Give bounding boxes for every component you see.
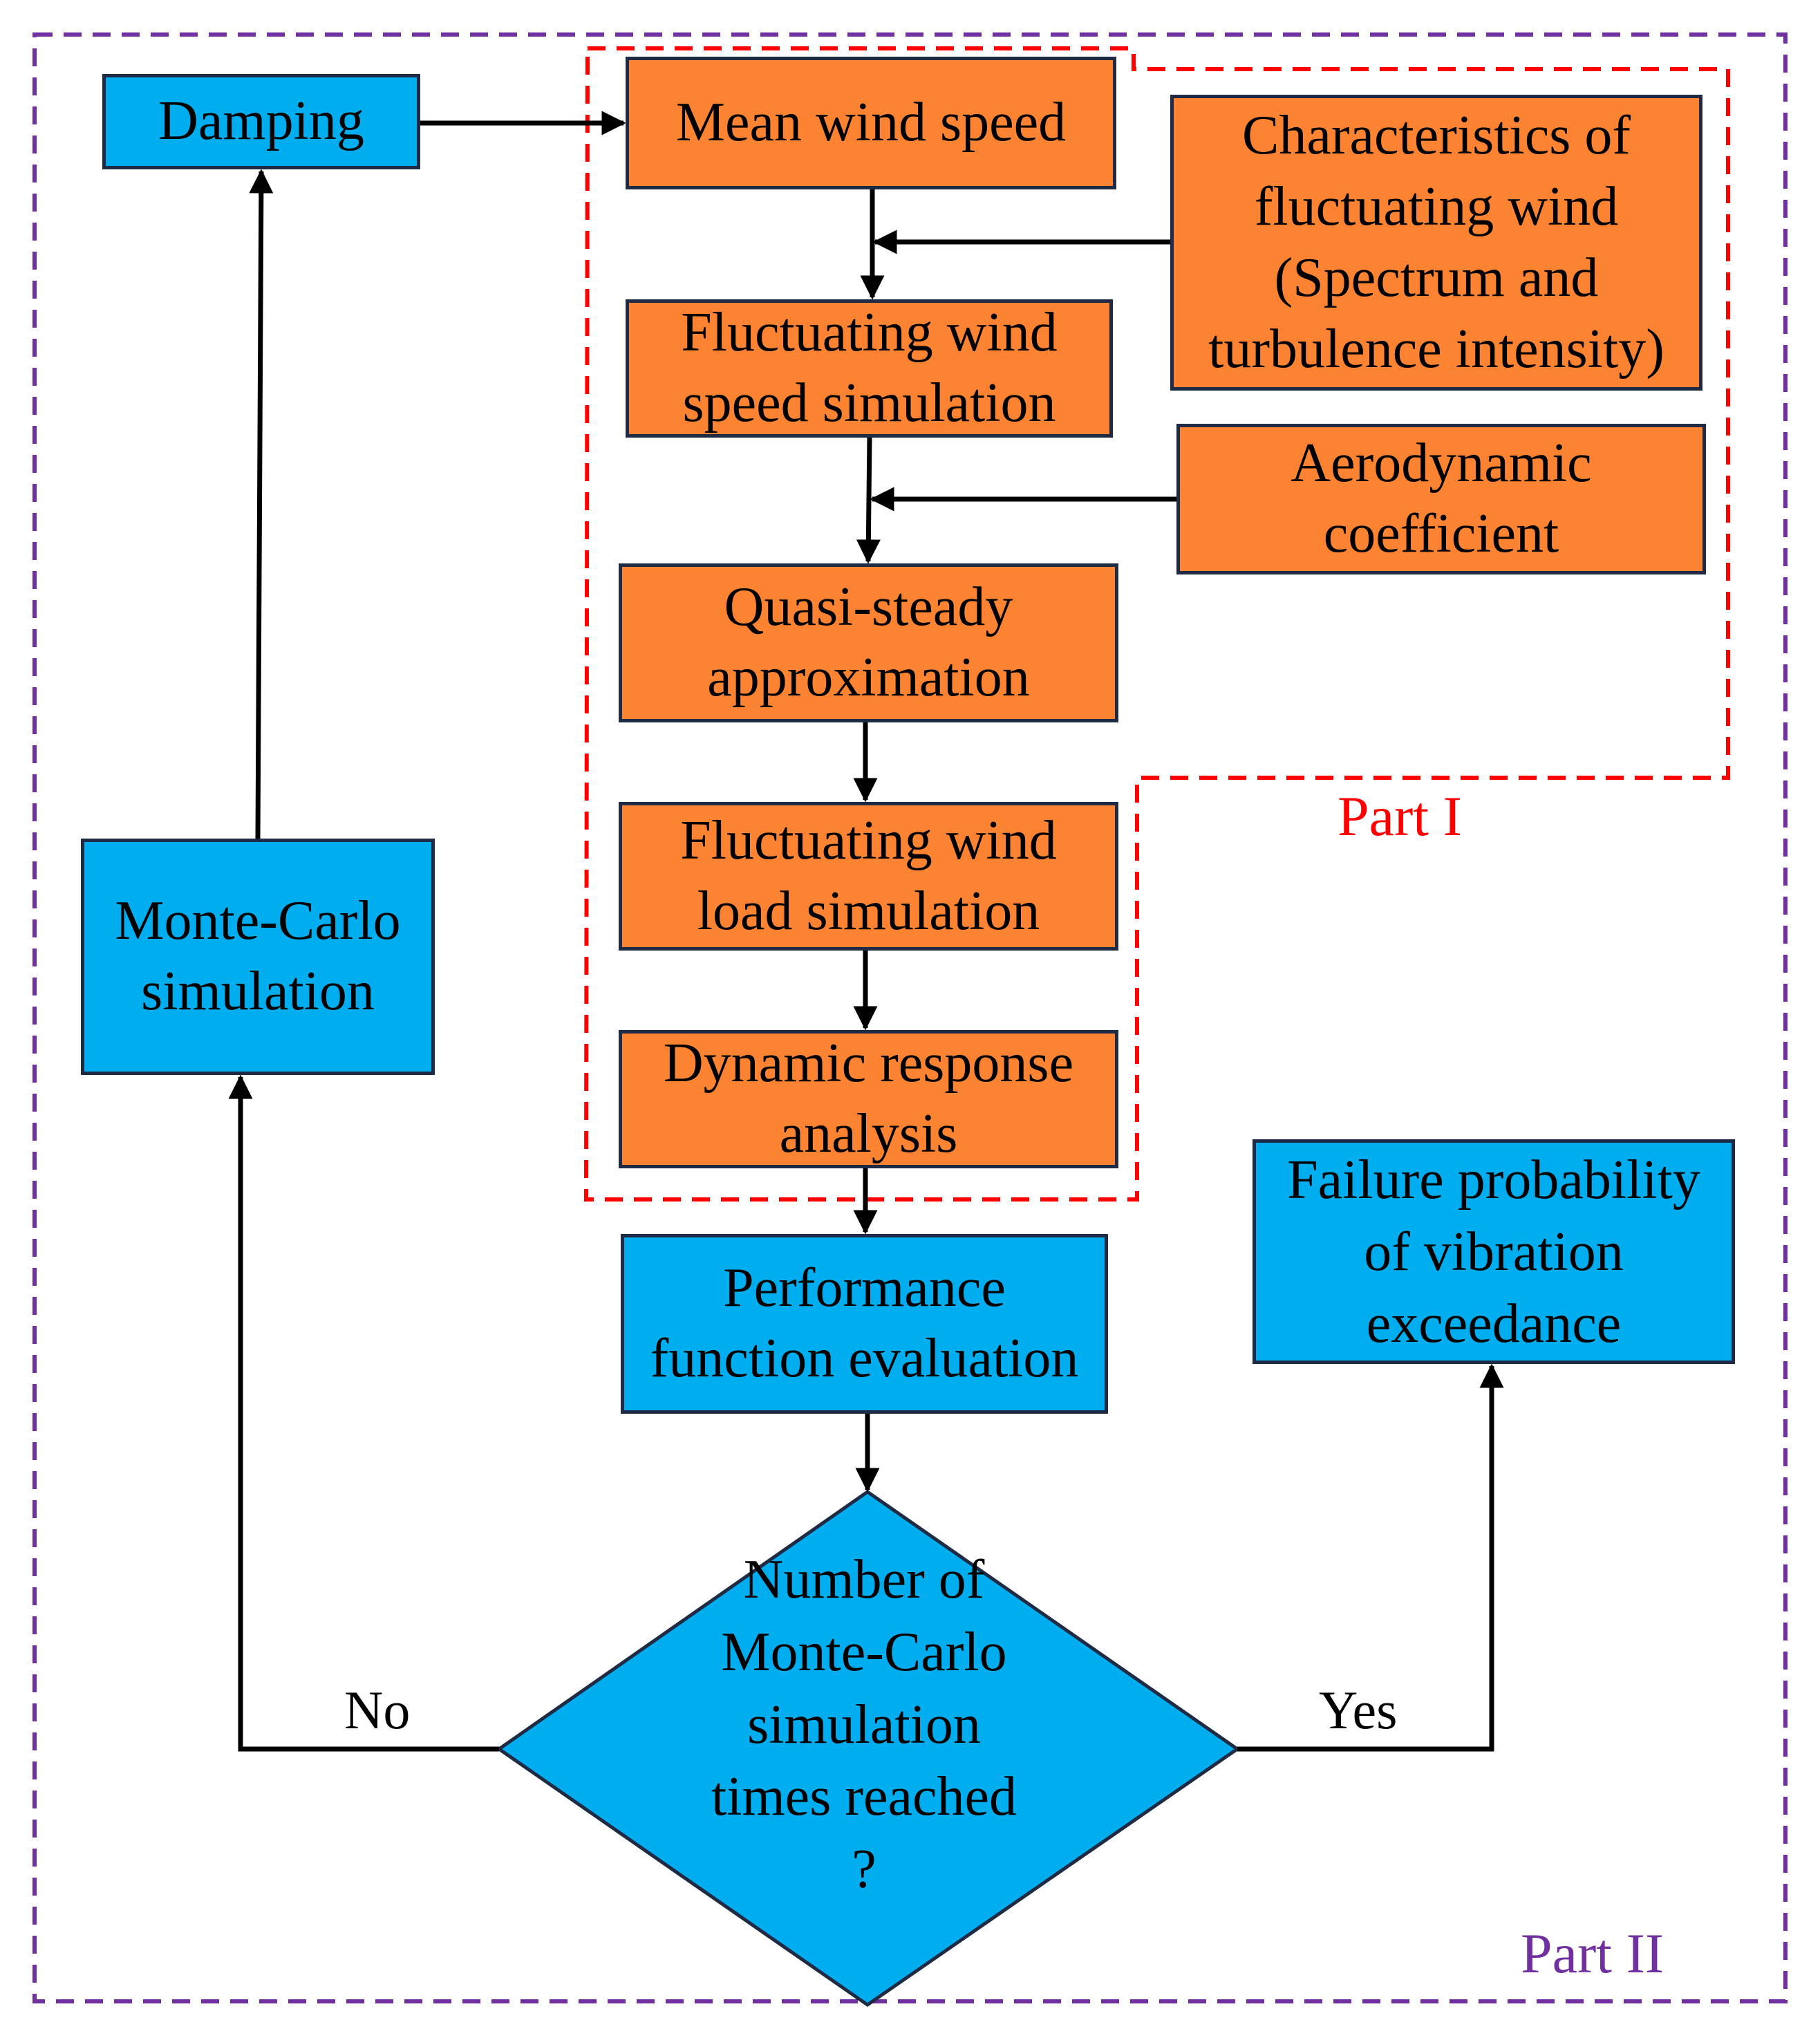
part1-frame	[583, 46, 1730, 1202]
fluctuating-characteristics-line-1: Characteristics of	[1242, 104, 1631, 166]
mean-wind-speed-box: Mean wind speed	[626, 57, 1116, 189]
decision-line-4: times reached	[711, 1766, 1017, 1828]
no-label: No	[344, 1680, 411, 1740]
fluctuating-speed-line-2: speed simulation	[682, 373, 1056, 433]
dynamic-response-line-1: Dynamic response	[663, 1033, 1074, 1094]
damping-box: Damping	[102, 74, 420, 169]
failure-probability-line-1: Failure probability	[1287, 1149, 1700, 1210]
failure-probability-line-2: of vibration	[1364, 1221, 1624, 1282]
decision-line-2: Monte-Carlo	[721, 1621, 1007, 1683]
quasi-steady-line-2: approximation	[707, 647, 1030, 708]
decision-diamond	[496, 1489, 1241, 2008]
arrow-decision-no-to-monte-carlo	[228, 1074, 499, 1752]
arrow-decision-yes-to-failure	[1237, 1363, 1504, 1752]
damping-text: Damping	[158, 91, 364, 152]
fluctuating-characteristics-line-2: fluctuating wind	[1254, 176, 1619, 237]
arrow-fluct-speed-to-quasi	[856, 437, 881, 564]
part2-frame	[32, 32, 1788, 2003]
performance-function-box: Performance function evaluation	[621, 1234, 1108, 1414]
fluctuating-characteristics-line-4: turbulence intensity)	[1208, 319, 1664, 380]
monte-carlo-line-1: Monte-Carlo	[115, 890, 401, 952]
yes-label: Yes	[1319, 1680, 1398, 1740]
fluctuating-load-simulation-box: Fluctuating wind load simulation	[619, 802, 1118, 951]
arrow-monte-carlo-to-damping	[249, 169, 274, 839]
fluctuating-speed-line-1: Fluctuating wind	[681, 302, 1058, 364]
aerodynamic-line-1: Aerodynamic	[1291, 433, 1592, 494]
decision-text: Number of Monte-Carlo simulation times r…	[622, 1549, 1106, 1900]
fluctuating-load-line-1: Fluctuating wind	[680, 810, 1057, 871]
quasi-steady-line-1: Quasi-steady	[724, 577, 1013, 638]
monte-carlo-box: Monte-Carlo simulation	[81, 839, 435, 1075]
quasi-steady-box: Quasi-steady approximation	[619, 563, 1118, 722]
part2-label: Part II	[1521, 1922, 1664, 1985]
performance-line-2: function evaluation	[650, 1328, 1079, 1389]
aerodynamic-line-2: coefficient	[1323, 503, 1559, 564]
decision-line-5: ?	[852, 1839, 876, 1900]
decision-line-1: Number of	[743, 1549, 985, 1611]
monte-carlo-line-2: simulation	[141, 961, 375, 1022]
part1-label: Part I	[1338, 785, 1462, 848]
fluctuating-characteristics-line-3: (Spectrum and	[1274, 247, 1599, 308]
dynamic-response-line-2: analysis	[779, 1103, 958, 1164]
failure-probability-line-3: exceedance	[1366, 1293, 1622, 1354]
fluctuating-speed-simulation-box: Fluctuating wind speed simulation	[626, 299, 1113, 438]
failure-probability-box: Failure probability of vibration exceeda…	[1253, 1139, 1735, 1364]
performance-line-1: Performance	[723, 1258, 1006, 1319]
dynamic-response-box: Dynamic response analysis	[619, 1030, 1118, 1168]
mean-wind-speed-text: Mean wind speed	[675, 92, 1067, 153]
decision-line-3: simulation	[747, 1694, 981, 1755]
fluctuating-load-line-2: load simulation	[697, 880, 1040, 942]
aerodynamic-coefficient-box: Aerodynamic coefficient	[1176, 424, 1706, 574]
fluctuating-characteristics-box: Characteristics of fluctuating wind (Spe…	[1170, 95, 1702, 391]
